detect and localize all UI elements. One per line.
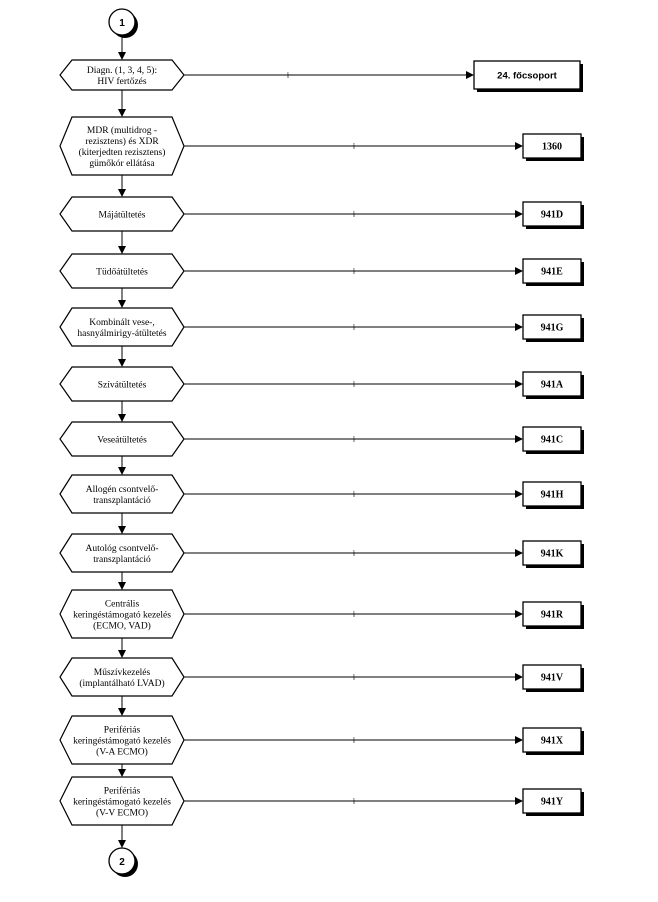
decision-node: Veseátültetés (59, 421, 185, 457)
target-box (522, 201, 582, 227)
decision-hexagon (59, 533, 185, 573)
yes-label: i (353, 210, 356, 219)
yes-label: i (353, 736, 356, 745)
decision-label: Tüdőátültetés (96, 268, 148, 278)
yes-label: i (353, 610, 356, 619)
decision-hexagon (59, 59, 185, 91)
yes-label: i (353, 490, 356, 499)
target-code: 941G (541, 323, 564, 334)
decision-hexagon (59, 776, 185, 826)
decision-label: (ECMO, VAD) (93, 621, 151, 632)
decision-label: Diagn. (1, 3, 4, 5): (87, 65, 157, 76)
target-code: 1360 (542, 142, 562, 153)
end-connector-label: 2 (119, 857, 125, 868)
decision-label: keringéstámogató kezelés (73, 737, 171, 747)
decision-hexagon (59, 196, 185, 232)
start-connector (108, 8, 136, 36)
decision-label: Perifériás (104, 725, 141, 736)
target-code: 941C (541, 435, 563, 446)
target-box (522, 540, 582, 566)
decision-label: (V-V ECMO) (96, 808, 148, 819)
decision-label: gümőkór ellátása (89, 159, 155, 169)
yes-label: i (353, 142, 356, 151)
decision-node: Diagn. (1, 3, 4, 5):HIV fertőzés (59, 59, 185, 91)
decision-label: (implantálható LVAD) (79, 678, 164, 689)
target-box (473, 60, 581, 90)
target-box (522, 481, 582, 507)
decision-label: hasnyálmirigy-átültetés (77, 329, 166, 339)
decision-label: transzplantáció (93, 496, 151, 506)
target-code: 941V (541, 673, 564, 684)
target-code: 941Y (541, 797, 564, 808)
yes-label: i (353, 797, 356, 806)
yes-label: i (353, 267, 356, 276)
target-box (522, 258, 582, 284)
target-code: 941R (541, 610, 564, 621)
decision-hexagon (59, 715, 185, 765)
target-box (522, 664, 582, 690)
yes-label: i (353, 323, 356, 332)
decision-node: Allogén csontvelő-transzplantáció (59, 474, 185, 514)
decision-node: Szívátültetés (59, 366, 185, 402)
decision-label: Allogén csontvelő- (86, 485, 159, 495)
target-box (522, 426, 582, 452)
decision-hexagon (59, 421, 185, 457)
decision-label: keringéstámogató kezelés (73, 611, 171, 621)
decision-hexagon (59, 253, 185, 289)
decision-hexagon (59, 657, 185, 697)
target-code: 941K (541, 549, 564, 560)
yes-label: i (353, 435, 356, 444)
decision-label: (kiterjedten rezisztens) (79, 147, 166, 158)
target-code: 941E (541, 267, 563, 278)
target-box (522, 314, 582, 340)
yes-label: i (353, 673, 356, 682)
decision-hexagon (59, 474, 185, 514)
decision-label: Műszívkezelés (94, 668, 151, 678)
end-connector (108, 847, 136, 875)
decision-hexagon (59, 366, 185, 402)
target-code: 941A (541, 380, 564, 391)
decision-node: Kombinált vese-,hasnyálmirigy-átültetés (59, 307, 185, 347)
decision-label: Perifériás (104, 786, 141, 797)
decision-label: transzplantáció (93, 555, 151, 565)
decision-node: Műszívkezelés(implantálható LVAD) (59, 657, 185, 697)
target-code: 24. főcsoport (497, 71, 557, 82)
yes-label: i (353, 549, 356, 558)
target-box (522, 788, 582, 814)
target-box (522, 371, 582, 397)
target-box (522, 601, 582, 627)
decision-node: Tüdőátültetés (59, 253, 185, 289)
decision-label: HIV fertőzés (97, 76, 146, 87)
target-box (522, 133, 582, 159)
target-box (522, 727, 582, 753)
yes-label: i (353, 380, 356, 389)
decision-label: rezisztens) és XDR (85, 136, 159, 147)
decision-node: Autológ csontvelő-transzplantáció (59, 533, 185, 573)
decision-hexagon (59, 589, 185, 639)
decision-hexagon (59, 116, 185, 176)
target-code: 941H (541, 490, 564, 501)
decision-label: (V-A ECMO) (96, 747, 148, 758)
yes-label: i (287, 71, 290, 80)
decision-hexagon (59, 307, 185, 347)
start-connector-label: 1 (119, 18, 125, 29)
decision-label: Autológ csontvelő- (85, 544, 158, 554)
decision-label: Szívátültetés (98, 381, 147, 391)
decision-label: Májátültetés (99, 211, 146, 221)
decision-node: MDR (multidrog -rezisztens) és XDR(kiter… (59, 116, 185, 176)
target-code: 941D (541, 210, 563, 221)
decision-node: Májátültetés (59, 196, 185, 232)
decision-label: Centrális (105, 600, 140, 610)
decision-label: Veseátültetés (97, 436, 147, 446)
target-code: 941X (541, 736, 564, 747)
decision-label: keringéstámogató kezelés (73, 798, 171, 808)
decision-label: MDR (multidrog - (87, 125, 157, 136)
decision-label: Kombinált vese-, (89, 318, 154, 328)
